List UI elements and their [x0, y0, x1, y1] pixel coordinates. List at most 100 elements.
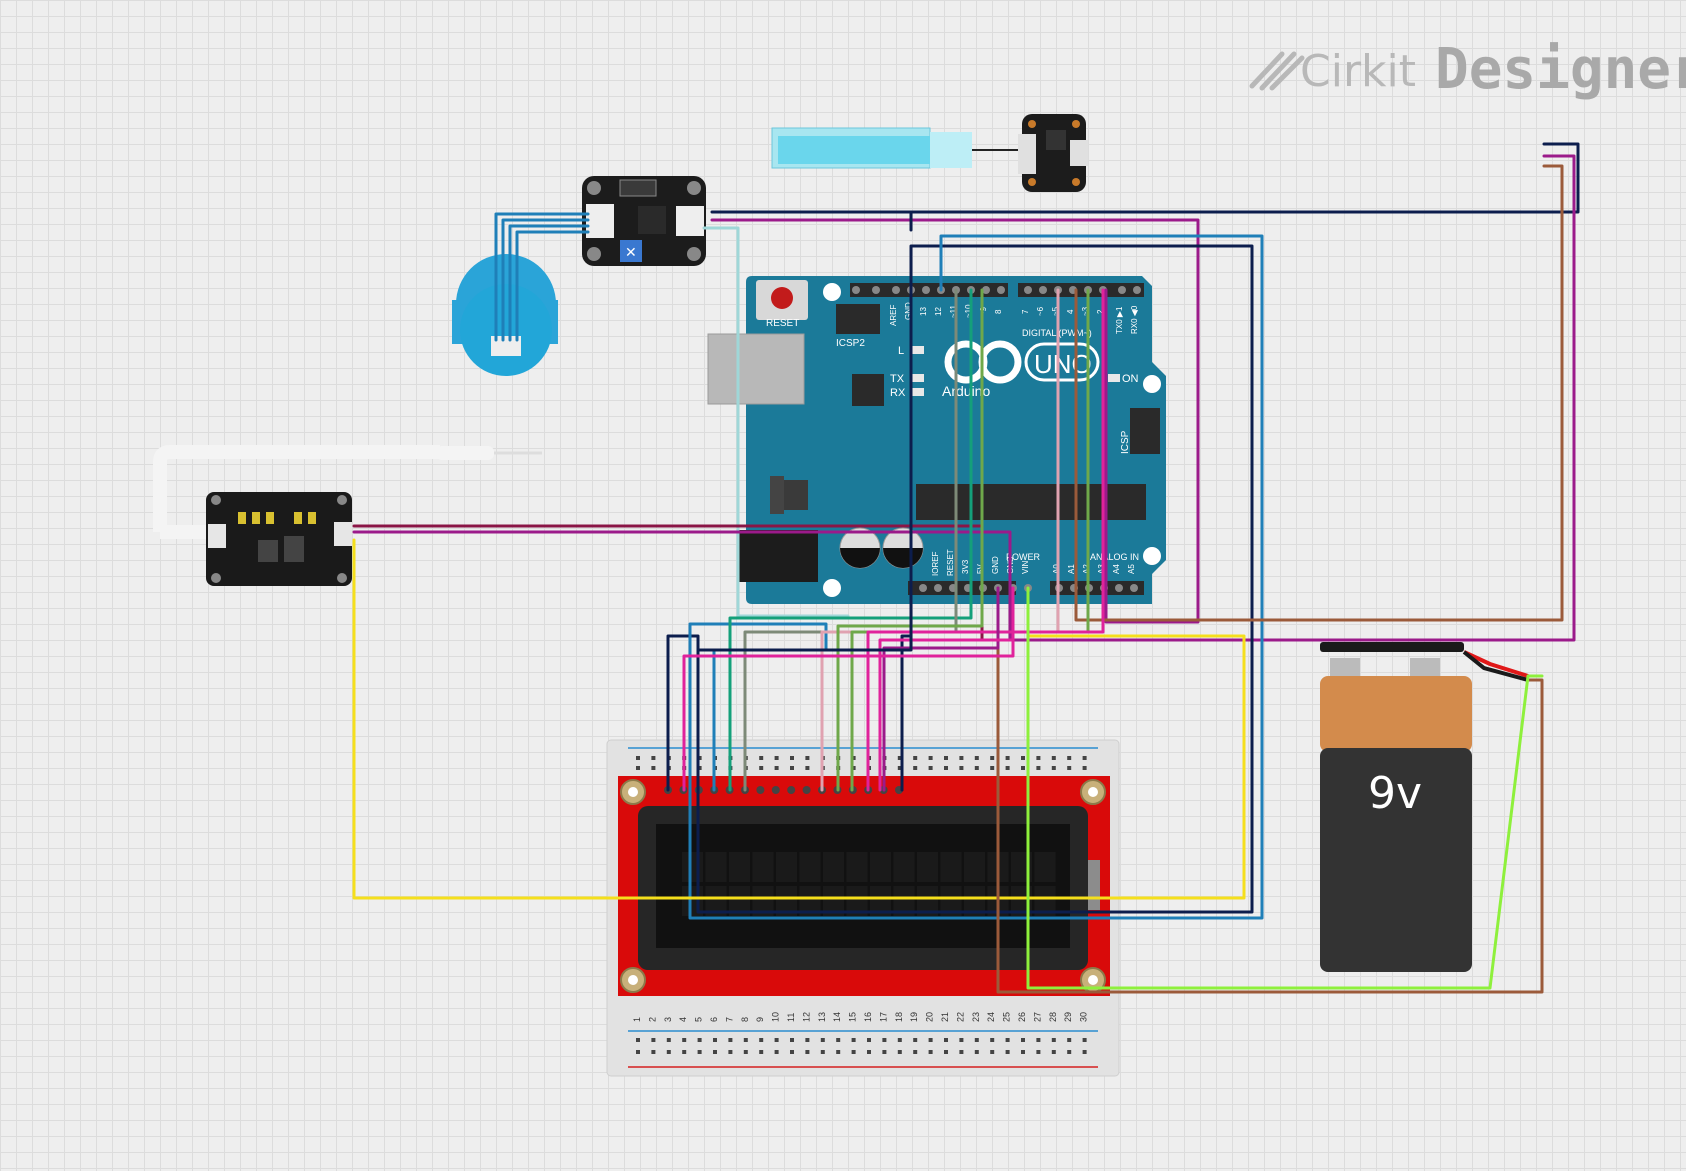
battery-label: 9v — [1368, 768, 1422, 819]
led-rx-label: RX — [890, 387, 906, 399]
breadboard-column-number: 13 — [817, 1012, 827, 1022]
pin-3v3-label: 3V3 — [961, 559, 970, 574]
led-l-label: L — [898, 345, 904, 357]
breadboard-column-number: 12 — [801, 1012, 811, 1022]
pin-11-label: ~11 — [949, 304, 958, 318]
ph-probe — [771, 127, 1018, 169]
pin-vin-label: VIN — [1021, 560, 1030, 574]
pin-10-label: ~10 — [964, 304, 973, 318]
pin-13-label: 13 — [919, 307, 928, 316]
pin-8-label: 8 — [994, 309, 1003, 314]
pin-tx1-label: TX0 ▶1 — [1115, 306, 1124, 334]
battery-9v[interactable]: 9v — [1320, 642, 1529, 972]
breadboard-column-number: 6 — [709, 1017, 719, 1022]
wire-navy — [696, 288, 913, 652]
wire-magenta — [866, 288, 1105, 792]
breadboard-column-number: 28 — [1048, 1012, 1058, 1022]
cirkit-logo-icon — [1249, 51, 1305, 91]
pin-4-label: 4 — [1066, 309, 1075, 314]
breadboard-column-number: 23 — [971, 1012, 981, 1022]
breadboard-column-number: 18 — [894, 1012, 904, 1022]
wire-navy — [666, 244, 1254, 914]
tds-probe — [153, 445, 542, 539]
breadboard-column-number: 25 — [1002, 1012, 1012, 1022]
breadboard-column-number: 4 — [678, 1017, 688, 1022]
breadboard-column-number: 26 — [1017, 1012, 1027, 1022]
led-on-label: ON — [1122, 373, 1139, 385]
breadboard-column-number: 9 — [755, 1017, 765, 1022]
wire-blue — [494, 212, 590, 342]
pin-5-label: ~5 — [1051, 306, 1060, 316]
analog-label: ANALOG IN — [1090, 552, 1139, 562]
pin-3-label: ~3 — [1081, 306, 1090, 316]
breadboard-column-number: 3 — [663, 1017, 673, 1022]
pin-ioref-label: IOREF — [931, 551, 940, 576]
pin-2-label: 2 — [1096, 309, 1105, 314]
pin-reset2-label: RESET — [946, 549, 955, 576]
arduino-uno[interactable]: RESET ICSP2 L TX RX ON UNO Arduino — [707, 276, 1166, 604]
breadboard-column-number: 8 — [740, 1017, 750, 1022]
wire-blue — [501, 218, 590, 342]
pin-rx0-label: RX0 ◀0 — [1130, 305, 1139, 334]
breadboard-column-number: 17 — [878, 1012, 888, 1022]
pin-gnd-label: GND — [904, 302, 913, 320]
wire-lightblue — [702, 226, 850, 618]
wire-brown — [1074, 164, 1564, 622]
breadboard-column-number: 22 — [955, 1012, 965, 1022]
breadboard-column-number: 20 — [925, 1012, 935, 1022]
pin-12-label: 12 — [934, 307, 943, 316]
pin-gnd-a-label: GND — [991, 556, 1000, 574]
breadboard-column-number: 5 — [694, 1017, 704, 1022]
turbidity-probe — [452, 254, 558, 376]
wire-purple — [882, 586, 1000, 792]
reset-label: RESET — [766, 318, 799, 329]
breadboard-column-number: 7 — [724, 1017, 734, 1022]
breadboard-column-number: 24 — [986, 1012, 996, 1022]
wire-lime — [1026, 586, 1544, 990]
led-tx-label: TX — [890, 373, 905, 385]
breadboard-column-number: 14 — [832, 1012, 842, 1022]
wire-magenta — [682, 586, 1015, 792]
lcd-pin-header — [664, 786, 903, 794]
icsp2-label: ICSP2 — [836, 338, 865, 349]
brand-name-cirkit: Cirkit — [1300, 46, 1416, 97]
breadboard-column-number: 19 — [909, 1012, 919, 1022]
turbidity-sensor-module[interactable]: ✕ — [582, 176, 706, 266]
potentiometer-icon: ✕ — [625, 245, 637, 261]
brand-name-designer: Designer — [1435, 37, 1686, 102]
icsp2-header — [836, 304, 880, 334]
pin-a5-label: A5 — [1127, 564, 1136, 574]
lcd-16x2-module[interactable] — [618, 776, 1110, 996]
brand-label: Arduino — [942, 383, 990, 399]
pin-a4-label: A4 — [1112, 564, 1121, 574]
wire-purple — [710, 218, 1200, 624]
icsp-header — [1130, 408, 1160, 454]
breadboard-column-number: 1 — [632, 1017, 642, 1022]
breadboard-rail-bottom — [636, 1038, 1087, 1054]
ph-sensor-board[interactable] — [1018, 114, 1088, 192]
breadboard-column-number: 10 — [771, 1012, 781, 1022]
wire-blue — [515, 230, 590, 342]
wire-teal — [728, 288, 973, 792]
wire-purple — [352, 154, 1576, 642]
cirkit-designer-logo: Cirkit Designer — [1249, 37, 1686, 102]
wire-navy — [710, 142, 1580, 214]
pin-6-label: ~6 — [1036, 306, 1045, 316]
pin-7-label: 7 — [1021, 309, 1030, 314]
pin-a1-label: A1 — [1067, 564, 1076, 574]
breadboard-column-number: 21 — [940, 1012, 950, 1022]
wire-yellow — [352, 538, 1246, 900]
power-label: POWER — [1006, 552, 1041, 562]
icsp-label: ICSP — [1120, 430, 1131, 454]
tds-sensor-board[interactable] — [206, 492, 352, 586]
breadboard-column-number: 29 — [1063, 1012, 1073, 1022]
wire-blue — [508, 224, 590, 342]
model-label: UNO — [1034, 349, 1092, 379]
pin-aref-label: AREF — [889, 305, 898, 326]
wires — [352, 142, 1580, 994]
breadboard-column-number: 16 — [863, 1012, 873, 1022]
breadboard-column-number: 15 — [848, 1012, 858, 1022]
breadboard-column-number: 2 — [647, 1017, 657, 1022]
